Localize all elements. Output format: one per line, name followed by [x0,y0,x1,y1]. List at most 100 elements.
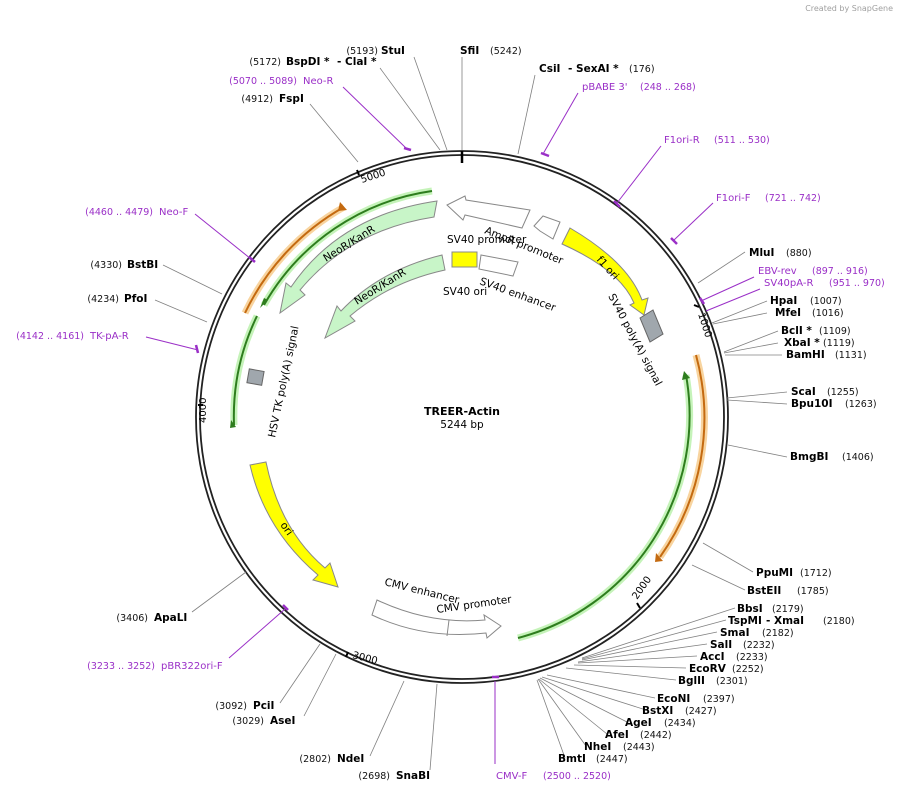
enzyme-pos-agei: (2434) [664,718,696,729]
enzyme-pos-asei: (3029) [232,716,264,727]
enzyme-name-smai: SmaI [720,627,750,639]
enzyme-name-mlui: MluI [749,247,774,259]
enzyme-name-sfii: SfiI [460,45,479,57]
enzyme-pos-bmgbi: (1406) [842,452,874,463]
enzyme-pos-bsteii: (1785) [797,586,829,597]
primer-range-sv40pa-r: (951 .. 970) [829,278,885,289]
enzyme-name-econi: EcoNI [657,693,690,705]
enzyme-pos-bmti: (2447) [596,754,628,765]
enzyme-name-sexai: - SexAI * [568,63,619,75]
enzyme-name-sali: SalI [710,639,732,651]
tick-label-4000: 4000 [198,398,209,423]
enzyme-pos-sexai: (176) [629,64,655,75]
enzyme-name-xmai: - XmaI [766,615,804,627]
enzyme-pos-sali: (2232) [743,640,775,651]
snapgene-credit: Created by SnapGene [805,4,893,13]
enzyme-pos-bstbi: (4330) [90,260,122,271]
enzyme-pos-pcii: (3092) [215,701,247,712]
enzyme-pos-acci: (2233) [736,652,768,663]
enzyme-name-bmgbi: BmgBI [790,451,828,463]
primer-range-cmv-f: (2500 .. 2520) [543,771,611,782]
enzyme-name-apali: ApaLI [154,612,187,624]
primer-name-sv40pa-r: SV40pA-R [764,278,813,289]
primer-range-pbr322ori-f: (3233 .. 3252) [87,661,155,672]
plasmid-name: TREER-Actin [424,405,500,418]
enzyme-name-scai: ScaI [791,386,816,398]
primer-range-neo-r: (5070 .. 5089) [229,76,297,87]
primer-name-f1ori-f: F1ori-F [716,193,751,204]
enzyme-pos-xmai: (2180) [823,616,855,627]
primer-range-tk-pa-r: (4142 .. 4161) [16,331,84,342]
backbone [195,150,729,684]
enzyme-name-stui: StuI [381,45,405,57]
enzyme-pos-xbai: (1119) [823,338,855,349]
tick-label-1000: 1000 [695,312,713,340]
enzyme-name-pcii: PciI [253,700,274,712]
primer-name-pbabe3: pBABE 3' [582,82,628,93]
enzyme-pos-apali: (3406) [116,613,148,624]
enzyme-pos-bglii: (2301) [716,676,748,687]
enzyme-pos-afei: (2442) [640,730,672,741]
enzyme-name-bbsi: BbsI [737,603,763,615]
enzyme-name-bglii: BglII [678,675,705,687]
enzyme-name-afei: AfeI [605,729,629,741]
enzyme-pos-stui: (5193) [346,46,378,57]
feature-label-hsv-tk: HSV TK poly(A) signal [266,325,301,439]
primer-labels: (5070 .. 5089) Neo-R pBABE 3' (248 .. 26… [16,76,885,782]
feature-label-sv40-enhancer: SV40 enhancer [478,276,558,315]
enzyme-name-acci: AccI [700,651,724,663]
enzyme-pos-nhei: (2443) [623,742,655,753]
enzyme-name-ppumi: PpuMI [756,567,793,579]
plasmid-size: 5244 bp [440,419,484,431]
enzyme-pos-bcli: (1109) [819,326,851,337]
enzyme-pos-mfei: (1016) [812,308,844,319]
enzyme-name-nhei: NheI [584,741,611,753]
enzyme-name-fspi: FspI [279,93,304,105]
enzyme-pos-bbsi: (2179) [772,604,804,615]
tick-label-2000: 2000 [630,575,654,602]
enzyme-name-bstxi: BstXI [642,705,673,717]
enzyme-pos-bpu10i: (1263) [845,399,877,410]
enzyme-name-bstbi: BstBI [127,259,158,271]
orf-arcs [230,187,708,642]
enzyme-name-xbai: XbaI * [784,337,820,349]
enzyme-pos-snabi: (2698) [358,771,390,782]
enzyme-name-csii: CsiI [539,63,560,75]
feature-label-neor-inner: NeoR/KanR [352,266,408,307]
enzyme-pos-fspi: (4912) [241,94,273,105]
enzyme-pos-smai: (2182) [762,628,794,639]
feature-arrows [246,195,664,639]
enzyme-labels: (5193) StuI SfiI (5242) (5172) BspDI * -… [87,45,876,782]
enzyme-pos-ndei: (2802) [299,754,331,765]
enzyme-pos-bamhi: (1131) [835,350,867,361]
enzyme-name-bsteii: BstEII [747,585,781,597]
primer-range-neo-f: (4460 .. 4479) [85,207,153,218]
enzyme-name-hpai: HpaI [770,295,797,307]
primer-range-f1ori-r: (511 .. 530) [714,135,770,146]
primer-range-pbabe3: (248 .. 268) [640,82,696,93]
primer-name-neo-f: Neo-F [159,207,189,218]
enzyme-name-bamhi: BamHI [786,349,825,361]
primer-name-pbr322ori-f: pBR322ori-F [161,661,223,672]
enzyme-pos-econi: (2397) [703,694,735,705]
enzyme-pos-mlui: (880) [786,248,812,259]
enzyme-name-bspdi: BspDI * [286,56,330,68]
enzyme-pos-hpai: (1007) [810,296,842,307]
enzyme-name-asei: AseI [270,715,295,727]
enzyme-name-snabi: SnaBI [396,770,430,782]
primer-name-ebv-rev: EBV-rev [758,266,797,277]
enzyme-name-agei: AgeI [625,717,652,729]
primer-range-ebv-rev: (897 .. 916) [812,266,868,277]
primer-name-cmv-f: CMV-F [496,771,527,782]
enzyme-name-ecorv: EcoRV [689,663,727,675]
enzyme-name-bpu10i: Bpu10I [791,398,833,410]
enzyme-name-mfei: MfeI [775,307,801,319]
primer-name-f1ori-r: F1ori-R [664,135,700,146]
enzyme-name-bcli: BclI * [781,325,812,337]
enzyme-pos-bstxi: (2427) [685,706,717,717]
enzyme-name-tspmi: TspMI [728,615,762,627]
enzyme-name-pfoi: PfoI [124,293,147,305]
primer-leaders [145,86,761,764]
enzyme-pos-sfii: (5242) [490,46,522,57]
